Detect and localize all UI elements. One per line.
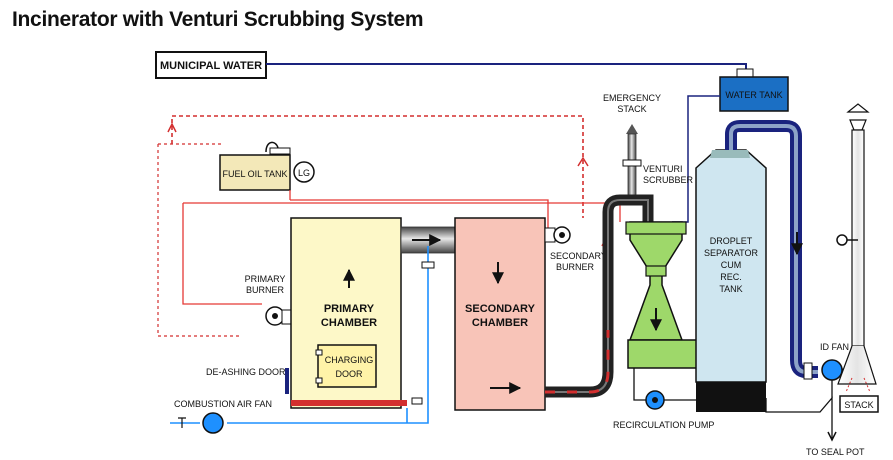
primary-burner-label-2: BURNER (246, 285, 285, 295)
air-grate (291, 400, 407, 406)
combustion-air-line (227, 246, 429, 424)
droplet-separator-label-5: TANK (719, 284, 742, 294)
emergency-stack-label-1: EMERGENCY (603, 93, 661, 103)
droplet-separator-label-1: DROPLET (710, 236, 753, 246)
id-fan-label: ID FAN (820, 342, 849, 352)
de-ashing-door-icon (285, 368, 289, 394)
emergency-stack-label-2: STACK (617, 104, 646, 114)
droplet-separator-label-2: SEPARATOR (704, 248, 759, 258)
separator-sump (696, 382, 766, 412)
to-seal-pot-label: TO SEAL POT (806, 447, 865, 457)
water-tank: WATER TANK (719, 68, 789, 112)
fuel-oil-tank-label: FUEL OIL TANK (222, 169, 287, 179)
charging-door-label-2: DOOR (336, 369, 364, 379)
secondary-chamber: SECONDARY CHAMBER (454, 217, 546, 411)
primary-burner-icon (265, 306, 293, 326)
municipal-water-line (266, 63, 747, 74)
primary-burner-fuel-line (157, 144, 240, 337)
fuel-return-line (171, 115, 584, 218)
recirculation-line (633, 368, 696, 401)
municipal-water-label: MUNICIPAL WATER (160, 60, 262, 72)
stack-sampling-port-icon (836, 234, 848, 246)
stack-label: STACK (844, 400, 873, 410)
droplet-separator: DROPLET SEPARATOR CUM REC. TANK (695, 149, 767, 412)
combustion-air-fan-icon (178, 412, 224, 434)
water-tank-label: WATER TANK (725, 90, 782, 100)
recirculation-pump-icon (645, 390, 665, 410)
level-gauge-label: LG (298, 168, 310, 178)
secondary-burner-label-2: BURNER (556, 262, 595, 272)
emergency-stack-arrow-icon (626, 124, 638, 134)
secondary-chamber-label-2: CHAMBER (472, 317, 528, 329)
secondary-chamber-label-1: SECONDARY (465, 303, 536, 315)
combustion-air-fan-label: COMBUSTION AIR FAN (174, 399, 272, 409)
municipal-water: MUNICIPAL WATER (155, 51, 267, 79)
venturi-scrubber (625, 221, 707, 369)
primary-chamber-label-2: CHAMBER (321, 317, 377, 329)
charging-door (317, 344, 377, 388)
venturi-scrubber-label-1: VENTURI (643, 164, 683, 174)
secondary-burner-icon (544, 226, 571, 244)
id-fan-damper-icon (803, 362, 813, 380)
droplet-separator-label-3: CUM (721, 260, 742, 270)
level-gauge-icon (293, 161, 315, 183)
secondary-burner-label-1: SECONDARY (550, 251, 607, 261)
emergency-stack-valve-icon (622, 159, 642, 167)
seal-pot-line (765, 396, 833, 440)
recirculation-pump-label: RECIRCULATION PUMP (613, 420, 714, 430)
primary-burner-label-1: PRIMARY (245, 274, 286, 284)
diagram-title: Incinerator with Venturi Scrubbing Syste… (12, 8, 424, 31)
air-damper-icon (421, 261, 435, 269)
de-ashing-door-label: DE-ASHING DOOR (206, 367, 286, 377)
primary-chamber: PRIMARY CHAMBER CHARGING DOOR (290, 217, 402, 409)
venturi-scrubber-label-2: SCRUBBER (643, 175, 694, 185)
stack: STACK (836, 103, 879, 413)
fuel-oil-tank: FUEL OIL TANK LG (219, 141, 315, 191)
charging-door-label-1: CHARGING (325, 355, 374, 365)
droplet-separator-label-4: REC. (720, 272, 742, 282)
primary-chamber-label-1: PRIMARY (324, 303, 375, 315)
